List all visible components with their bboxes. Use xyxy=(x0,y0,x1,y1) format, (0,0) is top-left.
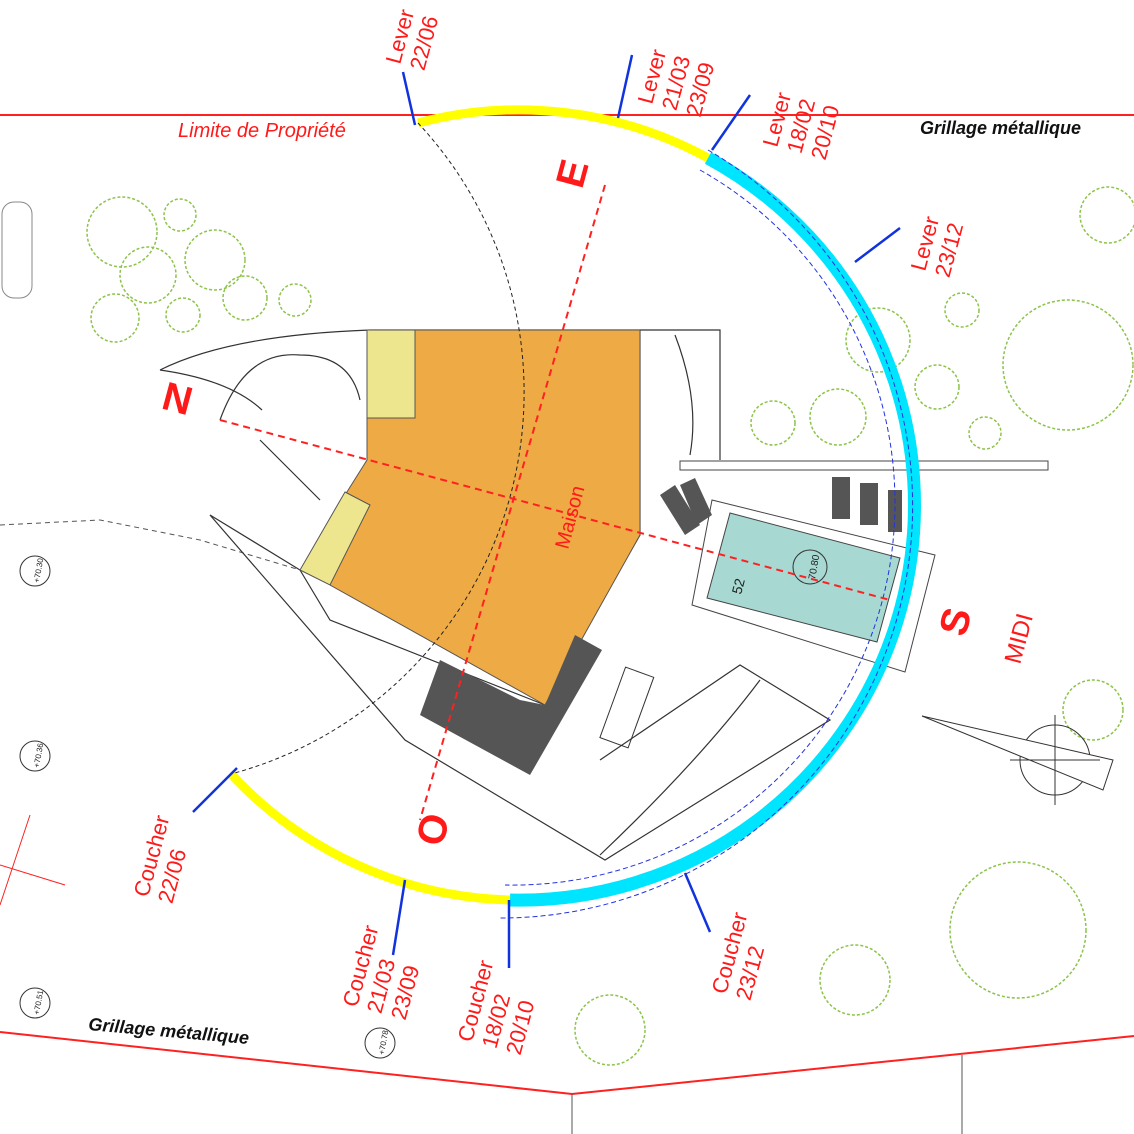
sun-path-dashed xyxy=(230,122,525,775)
svg-text:Coucher22/06: Coucher22/06 xyxy=(129,813,199,906)
trees xyxy=(86,186,1134,1066)
survey-cross xyxy=(0,814,66,906)
north-south-axis xyxy=(219,419,891,601)
house xyxy=(329,329,641,706)
pool-level: 70.80 xyxy=(807,554,822,581)
compass-east: E xyxy=(548,155,597,192)
terrain-line xyxy=(0,519,301,571)
summer-arc-bottom xyxy=(227,770,511,905)
fence-label-top: Grillage métallique xyxy=(920,118,1081,138)
sun-path-blue xyxy=(499,149,914,919)
annex xyxy=(366,329,416,419)
fence-label-bottom: Grillage métallique xyxy=(88,1014,250,1048)
svg-text:Lever18/0220/10: Lever18/0220/10 xyxy=(758,90,845,163)
level-label: +70.30 xyxy=(32,557,45,583)
midi-label: MIDI xyxy=(1000,611,1039,667)
svg-text:Coucher18/0220/10: Coucher18/0220/10 xyxy=(453,958,547,1058)
level-label: +70.78 xyxy=(377,1029,390,1055)
svg-text:Coucher21/0323/09: Coucher21/0323/09 xyxy=(338,923,432,1023)
level-label: +70.51 xyxy=(32,989,45,1015)
wall xyxy=(679,460,1049,471)
sun-loungers xyxy=(660,477,902,535)
dining-table xyxy=(599,666,655,749)
summer-arc-top xyxy=(416,105,711,162)
level-label: +70.36 xyxy=(32,742,45,768)
site-outlines xyxy=(159,329,832,861)
sunset-labels: Coucher22/06 Coucher21/0323/09 Coucher18… xyxy=(129,813,777,1058)
annex xyxy=(299,491,371,586)
svg-text:Lever22/06: Lever22/06 xyxy=(381,7,444,73)
svg-text:Lever21/0323/09: Lever21/0323/09 xyxy=(633,47,720,120)
compass-south: S xyxy=(931,603,980,640)
sunrise-labels: Lever22/06 Lever21/0323/09 Lever18/0220/… xyxy=(381,7,969,280)
winter-arc xyxy=(509,152,921,907)
car-icon xyxy=(1,201,33,299)
property-line-bottom xyxy=(0,1031,1134,1096)
deck xyxy=(420,635,602,775)
east-west-axis xyxy=(419,184,606,821)
compass-west: O xyxy=(408,809,459,850)
svg-text:Lever23/12: Lever23/12 xyxy=(906,214,969,280)
pool-level-marker xyxy=(792,549,828,585)
svg-text:Coucher23/12: Coucher23/12 xyxy=(707,910,777,1003)
level-markers xyxy=(19,555,396,1059)
property-limit-label: Limite de Propriété xyxy=(178,120,346,142)
compass-north: N xyxy=(158,374,197,424)
pool-number: 52 xyxy=(728,576,748,595)
north-arrow-icon xyxy=(921,715,1114,805)
sun-direction-ticks xyxy=(192,54,901,968)
sun-path-blue xyxy=(504,169,896,886)
